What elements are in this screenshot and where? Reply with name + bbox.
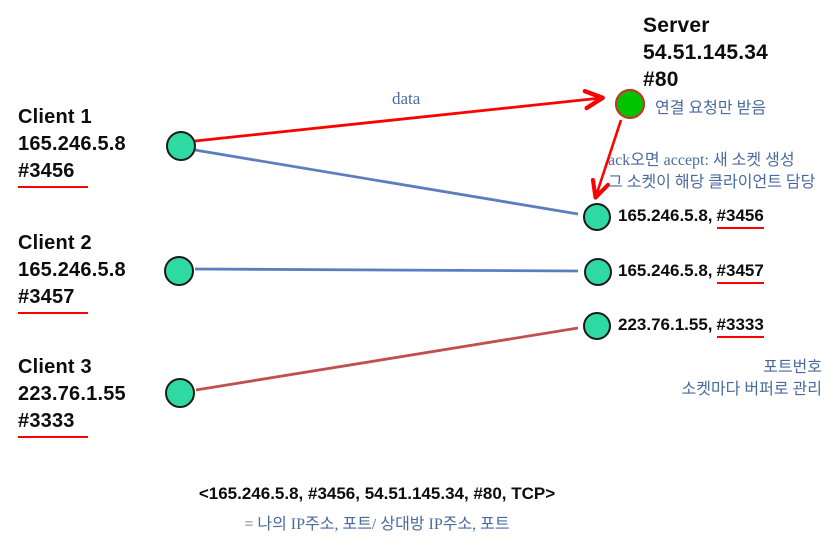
socket2-ip: 165.246.5.8,	[618, 261, 713, 280]
accept-arrow-listen-to-socket1	[590, 119, 623, 200]
socket3-ip: 223.76.1.55,	[618, 315, 713, 334]
client2-port: #3457	[18, 284, 88, 314]
footer-block: <165.246.5.8, #3456, 54.51.145.34, #80, …	[160, 484, 594, 534]
client1-name: Client 1	[18, 106, 92, 128]
socket2-port: #3457	[716, 261, 764, 284]
accept-note-line2: 그 소켓이 해당 클라이언트 담당	[608, 174, 816, 191]
data-arrow-client1-to-server	[194, 88, 605, 143]
server-port: #80	[643, 68, 679, 91]
accept-note-line1: ack오면 accept: 새 소켓 생성	[608, 152, 795, 169]
client2-socket-circle	[164, 256, 194, 286]
client3-socket-circle	[165, 378, 195, 408]
accept-note: ack오면 accept: 새 소켓 생성 그 소켓이 해당 클라이언트 담당	[608, 150, 815, 194]
client2-title-block: Client 2 165.246.5.8 #3457	[18, 230, 126, 314]
client1-ip: 165.246.5.8	[18, 133, 126, 155]
socket1-port: #3456	[716, 206, 764, 229]
port-note-line1: 포트번호	[763, 359, 822, 376]
socket1-ip: 165.246.5.8,	[618, 206, 713, 225]
server-title-block: Server 54.51.145.34 #80	[643, 12, 768, 93]
connection-line-client3-socket3	[195, 326, 579, 392]
server-socket1-label: 165.246.5.8,#3456	[618, 206, 764, 229]
connection-line-client2-socket2	[194, 267, 579, 273]
client3-title-block: Client 3 223.76.1.55 #3333	[18, 354, 126, 438]
server-socket3-circle	[583, 312, 611, 340]
client1-title-block: Client 1 165.246.5.8 #3456	[18, 104, 126, 188]
server-listen-socket-circle	[614, 88, 646, 120]
client2-ip: 165.246.5.8	[18, 259, 126, 281]
connection-tuple-meaning: = 나의 IP주소, 포트/ 상대방 IP주소, 포트	[244, 516, 510, 533]
client3-ip: 223.76.1.55	[18, 383, 126, 405]
server-socket2-circle	[584, 258, 612, 286]
server-name: Server	[643, 14, 710, 37]
data-arrow-label: data	[392, 89, 421, 108]
listen-note: 연결 요청만 받음	[655, 100, 767, 117]
client2-name: Client 2	[18, 232, 92, 254]
server-socket2-label: 165.246.5.8,#3457	[618, 261, 764, 284]
server-socket3-label: 223.76.1.55,#3333	[618, 315, 764, 338]
connection-line-client1-socket1	[194, 148, 579, 216]
client3-port: #3333	[18, 408, 88, 438]
client3-name: Client 3	[18, 356, 92, 378]
client1-port: #3456	[18, 158, 88, 188]
connection-tuple: <165.246.5.8, #3456, 54.51.145.34, #80, …	[198, 484, 556, 503]
port-buffer-note: 포트번호 소켓마다 버퍼로 관리	[682, 357, 822, 401]
port-note-line2: 소켓마다 버퍼로 관리	[681, 381, 822, 398]
socket3-port: #3333	[716, 315, 764, 338]
server-socket1-circle	[583, 203, 611, 231]
client1-socket-circle	[166, 131, 196, 161]
server-ip: 54.51.145.34	[643, 41, 769, 64]
